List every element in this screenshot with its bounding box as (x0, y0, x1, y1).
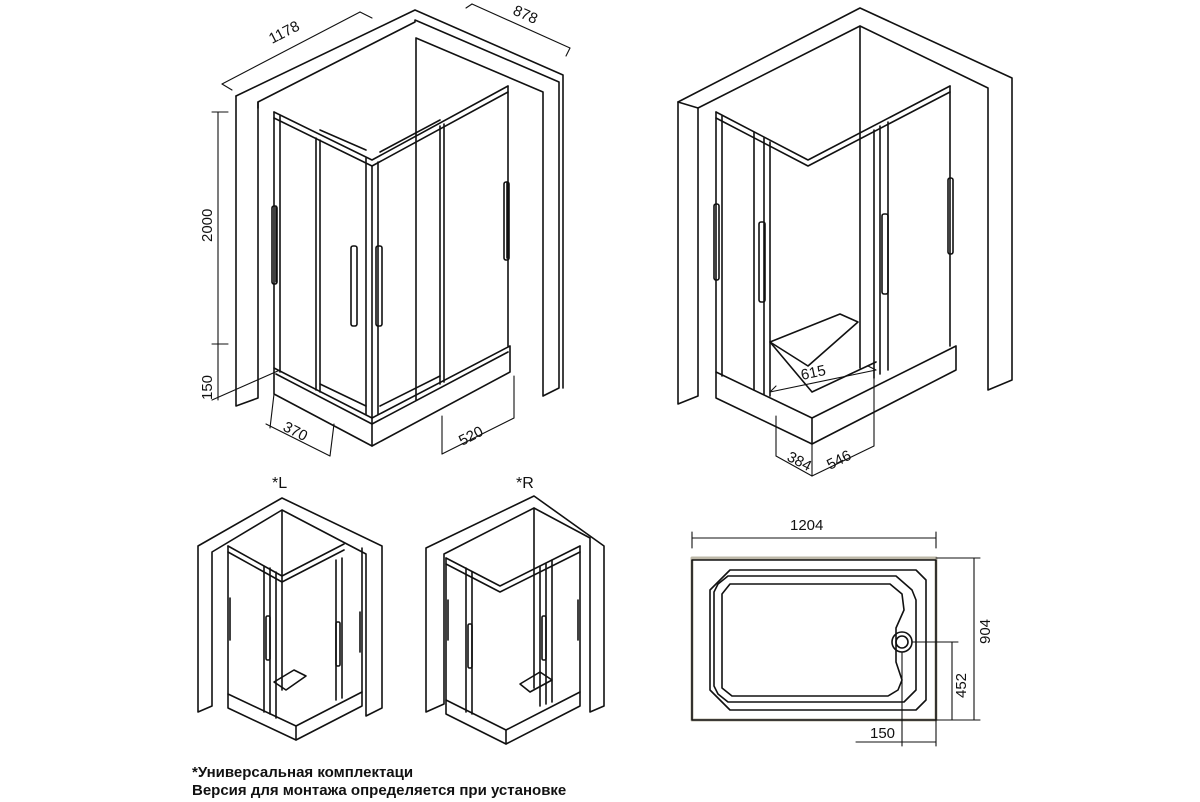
variant-left-label: *L (272, 475, 287, 492)
shower-tray (227, 669, 363, 741)
note-universal: *Универсальная комплектаци (192, 764, 414, 781)
enclosure-open-view: 615 384 546 (677, 7, 1013, 477)
door-frames (227, 543, 363, 719)
door-frames (445, 545, 581, 715)
dimension-lines (691, 531, 981, 747)
dim-door-right: 520 (456, 423, 486, 450)
dim-width-top: 1178 (266, 18, 302, 48)
dim-opening-diag: 615 (799, 362, 827, 384)
variant-right-label: *R (516, 475, 534, 492)
note-install: Версия для монтажа определяется при уста… (192, 782, 567, 799)
dim-tray-height: 150 (199, 375, 216, 400)
dim-drain-x: 150 (870, 725, 895, 742)
shower-tray (715, 313, 957, 445)
tray-outline (690, 556, 938, 722)
door-frames (715, 85, 951, 397)
dim-height: 2000 (199, 209, 216, 242)
door-handle (713, 177, 954, 303)
dim-opening-left: 384 (784, 448, 814, 475)
wall-outline (425, 495, 605, 713)
tray-top-view: 1204 904 452 150 (690, 517, 994, 747)
dim-tray-depth: 904 (977, 619, 994, 644)
door-frames (273, 85, 509, 419)
dim-door-left: 370 (280, 418, 310, 445)
dim-depth-top: 878 (510, 2, 540, 28)
wall-outline (677, 7, 1013, 405)
dimension-lines (211, 3, 571, 457)
enclosure-front-view: 1178 878 2000 150 370 520 (199, 2, 571, 457)
dim-tray-width: 1204 (790, 517, 823, 534)
dim-drain-y: 452 (953, 673, 970, 698)
dim-opening-right: 546 (824, 447, 854, 474)
dimension-lines (769, 365, 877, 477)
wall-outline (197, 497, 383, 717)
variant-right-view: *R (425, 475, 605, 745)
door-handle (271, 181, 510, 327)
variant-left-view: *L (197, 475, 383, 741)
wall-outline (235, 9, 564, 407)
drain (891, 631, 913, 653)
